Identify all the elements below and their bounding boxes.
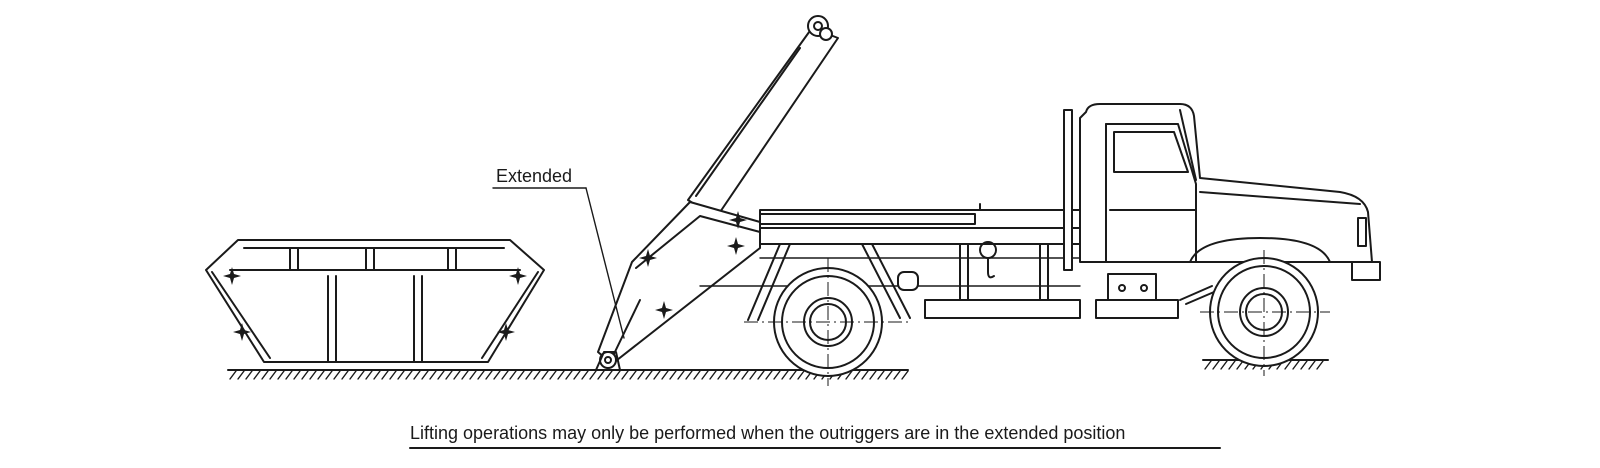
callout-label: Extended	[496, 166, 572, 186]
skip-container	[205, 239, 545, 363]
caption-text: Lifting operations may only be performed…	[410, 423, 1125, 443]
front-wheel	[1200, 250, 1330, 376]
extended-callout: Extended	[492, 166, 625, 339]
truck-chassis	[699, 109, 1081, 321]
caption: Lifting operations may only be performed…	[409, 423, 1221, 449]
truck-cab	[1079, 103, 1381, 319]
rear-wheel	[744, 258, 912, 386]
lifting-boom-arm	[687, 15, 839, 219]
